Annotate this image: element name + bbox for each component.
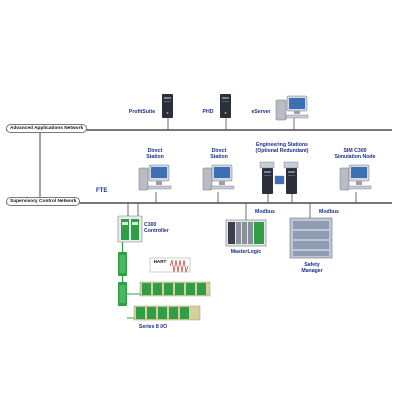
phd-label: PHD xyxy=(202,109,214,115)
supervisory-control-network-label: Supervisory Control Network xyxy=(6,197,81,206)
direct-station-1-icon xyxy=(138,164,172,191)
series8-io-row-1 xyxy=(139,281,211,297)
masterlogic-plc-icon xyxy=(225,219,267,247)
profitsuite-server-icon xyxy=(162,94,173,118)
sim-c300-label: SIM C300 Simulation Node xyxy=(334,148,376,160)
modbus-1-label: Modbus xyxy=(255,209,275,215)
eserver-workstation-icon xyxy=(275,95,309,121)
profitsuite-label: ProfitSuite xyxy=(128,109,156,115)
direct-station-1-label: Direct Station xyxy=(146,148,164,160)
direct-station-2-label: Direct Station xyxy=(210,148,228,160)
io-link-modules-icon xyxy=(118,252,127,306)
safety-manager-cabinet-icon xyxy=(289,217,333,259)
hart-label: HART xyxy=(153,259,167,264)
series8-io-row-2 xyxy=(133,305,201,321)
series8-io-label: Series 8 I/O xyxy=(138,324,168,330)
engineering-stations-label: Engineering Stations (Optional Redundant… xyxy=(255,142,309,154)
eserver-label: eServer xyxy=(251,109,271,115)
masterlogic-label: MasterLogic xyxy=(230,249,262,255)
engineering-stations-icon xyxy=(259,161,299,194)
c300-controller-label: C300 Controller xyxy=(144,222,169,234)
safety-manager-label: Safety Manager xyxy=(301,262,323,274)
fte-label: FTE xyxy=(96,188,108,194)
hart-waveform-icon xyxy=(149,257,191,273)
phd-server-icon xyxy=(220,94,231,118)
sim-c300-workstation-icon xyxy=(339,164,372,191)
c300-controller-icon xyxy=(117,215,143,243)
direct-station-2-icon xyxy=(202,164,235,191)
advanced-applications-network-label: Advanced Applications Network xyxy=(6,124,88,133)
modbus-2-label: Modbus xyxy=(319,209,339,215)
